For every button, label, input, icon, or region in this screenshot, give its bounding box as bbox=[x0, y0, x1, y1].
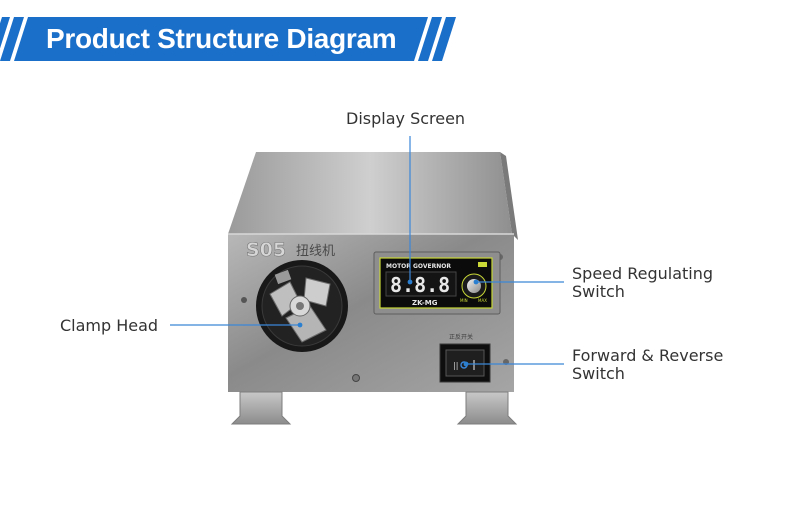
page-title: Product Structure Diagram bbox=[46, 23, 397, 54]
device-top-cover bbox=[228, 152, 512, 234]
banner-stripe bbox=[0, 17, 24, 61]
display-digits: 8.8.8 bbox=[390, 273, 450, 297]
device-side bbox=[500, 152, 518, 240]
indicator-led bbox=[478, 262, 487, 267]
model-label: S05 bbox=[246, 239, 286, 261]
knob-min-label: MIN bbox=[460, 298, 468, 303]
callout-speed-line-2: Switch bbox=[572, 282, 625, 301]
switch-label: 正反开关 bbox=[449, 333, 473, 341]
callout-speed-regulating-switch: Speed Regulating Switch bbox=[572, 265, 713, 301]
left-foot bbox=[230, 391, 292, 425]
digit-display bbox=[385, 271, 457, 297]
header-banner bbox=[0, 17, 456, 61]
leader-dot bbox=[463, 361, 469, 367]
display-header-text: MOTOR GOVERNOR bbox=[386, 263, 451, 270]
chinese-name-label: 扭线机 bbox=[296, 244, 335, 259]
banner-stripe bbox=[432, 17, 456, 61]
svg-text:||: || bbox=[453, 361, 458, 370]
callout-display-screen-text: Display Screen bbox=[346, 109, 466, 128]
leader-dot bbox=[297, 322, 303, 328]
callout-speed-line-1: Speed Regulating bbox=[572, 264, 714, 283]
screw bbox=[241, 297, 247, 303]
callout-clamp-head: Clamp Head bbox=[60, 317, 158, 335]
clamp-head bbox=[269, 269, 331, 343]
display-footer-text: ZK-MG bbox=[412, 299, 438, 307]
callout-forward-line-1: Forward & Reverse bbox=[572, 346, 724, 365]
leader-dot bbox=[407, 279, 413, 285]
banner-body bbox=[14, 17, 428, 61]
leader-dot bbox=[473, 279, 479, 285]
knob-max-label: MAX bbox=[478, 298, 487, 303]
callout-forward-line-2: Switch bbox=[572, 364, 625, 383]
callout-clamp-head-text: Clamp Head bbox=[60, 316, 159, 335]
leader-lines bbox=[170, 136, 564, 365]
callout-forward-reverse-switch: Forward & Reverse Switch bbox=[572, 347, 723, 383]
callout-display-screen: Display Screen bbox=[346, 110, 465, 128]
screw bbox=[352, 374, 360, 382]
banner-stripe bbox=[418, 17, 442, 61]
right-foot bbox=[456, 391, 518, 425]
